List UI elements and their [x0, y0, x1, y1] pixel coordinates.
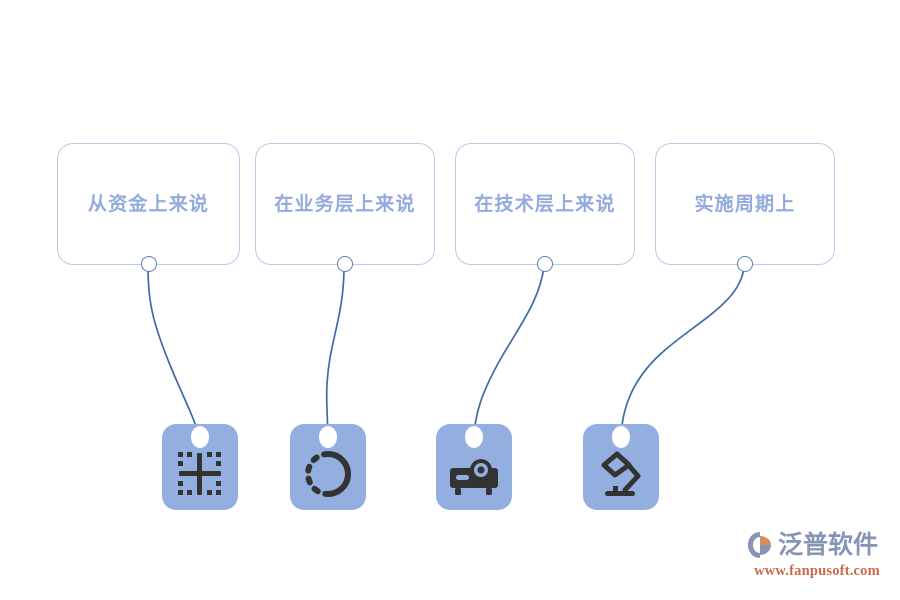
card-connector-node: [140, 256, 157, 272]
watermark-logo: 泛普软件 www.fanpusoft.com: [746, 528, 888, 584]
icon-tile-business-layer[interactable]: [290, 424, 366, 510]
label-card-business-layer[interactable]: 在业务层上来说: [255, 143, 435, 272]
fanpu-logo-icon: [748, 532, 771, 558]
label-card-text: 实施周期上: [694, 193, 796, 215]
watermark-brand-text: 泛普软件: [778, 530, 879, 559]
projector-icon: [450, 459, 498, 495]
label-card-text: 在技术层上来说: [474, 193, 616, 215]
watermark-brand-row: 泛普软件: [746, 528, 888, 562]
connector-line-4: [620, 265, 745, 442]
label-card-text: 在业务层上来说: [274, 193, 416, 215]
grid-crosshair-icon: [178, 452, 221, 495]
connector-line-3: [473, 265, 545, 442]
watermark-url-text: www.fanpusoft.com: [754, 563, 880, 579]
card-connector-node: [537, 256, 553, 272]
tile-connector-node: [191, 426, 209, 448]
desk-lamp-icon: [601, 451, 641, 496]
tile-connector-node: [319, 426, 337, 448]
label-card-text: 从资金上来说: [87, 193, 210, 215]
connector-line-1: [147, 265, 201, 442]
card-connector-node: [337, 256, 353, 272]
tile-connector-node: [612, 426, 630, 448]
label-card-implementation-cycle[interactable]: 实施周期上: [655, 143, 835, 272]
icon-tile-implementation-cycle[interactable]: [583, 424, 659, 510]
tile-connector-node: [465, 426, 483, 448]
icon-tile-technical-layer[interactable]: [436, 424, 512, 510]
label-card-funding[interactable]: 从资金上来说: [57, 143, 240, 272]
loading-spinner-icon: [305, 451, 351, 497]
label-card-technical-layer[interactable]: 在技术层上来说: [455, 143, 635, 272]
icon-tile-funding[interactable]: [162, 424, 238, 510]
card-connector-node: [737, 256, 753, 272]
connector-line-2: [325, 265, 345, 442]
